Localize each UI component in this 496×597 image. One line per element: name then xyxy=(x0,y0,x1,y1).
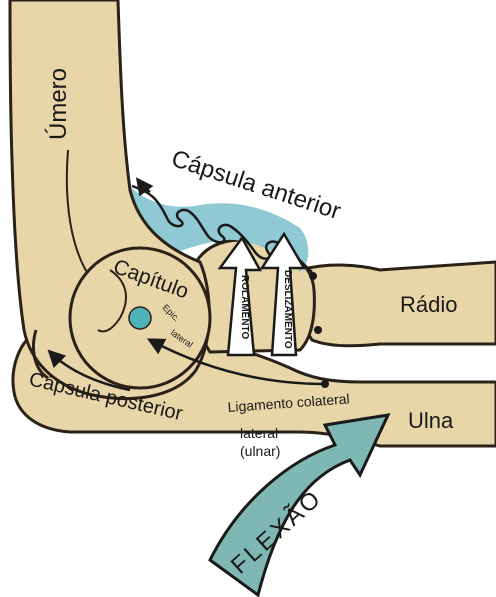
radius-dot-1 xyxy=(309,272,317,280)
label-ligamento-line3: (ulnar) xyxy=(240,443,280,459)
ligament-dot xyxy=(321,380,329,388)
label-ligamento-line2: lateral xyxy=(240,425,278,441)
label-radio: Rádio xyxy=(400,292,457,317)
radius-bone xyxy=(299,262,496,346)
radius-dot-2 xyxy=(314,326,322,334)
lateral-epicondyle-dot xyxy=(129,307,151,329)
label-umero: Úmero xyxy=(45,68,72,140)
label-deslizamento: DESLIZAMENTO xyxy=(282,270,293,349)
label-rolamento: ROLAMENTO xyxy=(239,275,250,339)
label-ulna: Ulna xyxy=(408,408,454,433)
